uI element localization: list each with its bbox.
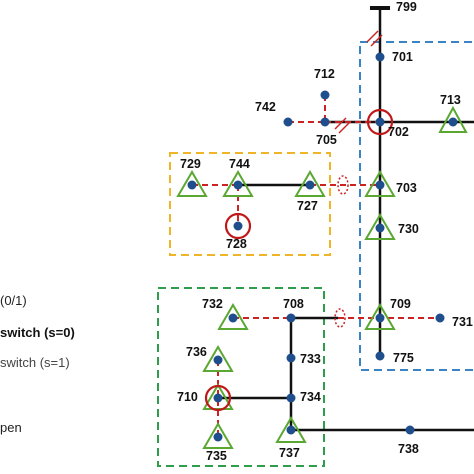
- bus-node: [283, 117, 293, 127]
- bus-node: [320, 90, 330, 100]
- node-label-732: 732: [202, 297, 223, 311]
- node-label-731: 731: [452, 315, 473, 329]
- bus-node: [305, 180, 315, 190]
- triangle-der-icon: [275, 416, 307, 443]
- bus-node: [286, 313, 296, 323]
- node-label-710: 710: [177, 390, 198, 404]
- node-label-705: 705: [316, 133, 337, 147]
- bus-nodes: [187, 52, 458, 442]
- node-label-728: 728: [226, 237, 247, 251]
- node-label-742: 742: [255, 100, 276, 114]
- switch-hatch-icon: [334, 30, 383, 134]
- legend-row-2: switch (s=0): [0, 325, 75, 340]
- bus-node: [375, 117, 385, 127]
- bus-node: [286, 353, 296, 363]
- triangle-der-icon: [176, 170, 208, 197]
- triangle-der-icon: [438, 105, 468, 133]
- node-label-744: 744: [229, 157, 250, 171]
- node-label-709: 709: [390, 297, 411, 311]
- node-label-734: 734: [300, 390, 321, 404]
- node-label-737: 737: [279, 446, 300, 460]
- bus-node: [320, 117, 330, 127]
- bus-node: [228, 313, 238, 323]
- bus-node: [375, 351, 385, 361]
- node-label-733: 733: [300, 352, 321, 366]
- triangle-der-icon: [294, 170, 326, 197]
- legend-row-4: pen: [0, 420, 22, 435]
- node-label-727: 727: [297, 199, 318, 213]
- node-label-735: 735: [206, 449, 227, 463]
- bus-node: [375, 180, 385, 190]
- bus-node: [213, 393, 223, 403]
- bus-node: [233, 221, 243, 231]
- node-label-713: 713: [440, 93, 461, 107]
- node-label-775: 775: [393, 351, 414, 365]
- triangle-der-icon: [364, 303, 396, 330]
- node-label-708: 708: [283, 297, 304, 311]
- node-label-799: 799: [396, 0, 417, 14]
- region-box-orange: [169, 152, 331, 256]
- bus-node: [375, 223, 385, 233]
- open-switch-icon: [334, 308, 346, 328]
- region-box-blue: [359, 41, 474, 371]
- bus-node: [286, 393, 296, 403]
- feeder-lines: [218, 8, 474, 432]
- node-label-738: 738: [398, 442, 419, 456]
- bus-node: [448, 117, 458, 127]
- bus-node: [435, 313, 445, 323]
- legend-row-1: (0/1): [0, 293, 27, 308]
- triangle-der-icon: [364, 170, 396, 197]
- bus-node: [213, 355, 223, 365]
- node-label-712: 712: [314, 67, 335, 81]
- bus-node: [375, 52, 385, 62]
- bus-node: [187, 180, 197, 190]
- der-triangles: [176, 105, 468, 449]
- bus-node: [286, 425, 296, 435]
- circle-marker-icon: [366, 108, 394, 136]
- triangle-der-icon: [202, 345, 234, 372]
- bus-node: [375, 313, 385, 323]
- legend-row-3: switch (s=1): [0, 355, 70, 370]
- bus-node: [233, 180, 243, 190]
- node-label-729: 729: [180, 157, 201, 171]
- circle-marker-icon: [204, 384, 232, 412]
- triangle-der-icon: [222, 170, 254, 197]
- node-label-701: 701: [392, 50, 413, 64]
- node-label-730: 730: [398, 222, 419, 236]
- node-label-702: 702: [388, 125, 409, 139]
- triangle-der-icon: [217, 303, 249, 330]
- region-box-green: [157, 287, 325, 467]
- node-label-736: 736: [186, 345, 207, 359]
- triangle-der-icon: [202, 422, 234, 449]
- bus-node: [213, 432, 223, 442]
- bus-node: [405, 425, 415, 435]
- triangle-der-icon: [364, 213, 396, 240]
- node-label-703: 703: [396, 181, 417, 195]
- open-switch-icon: [337, 175, 349, 195]
- circle-marker-icon: [224, 212, 252, 240]
